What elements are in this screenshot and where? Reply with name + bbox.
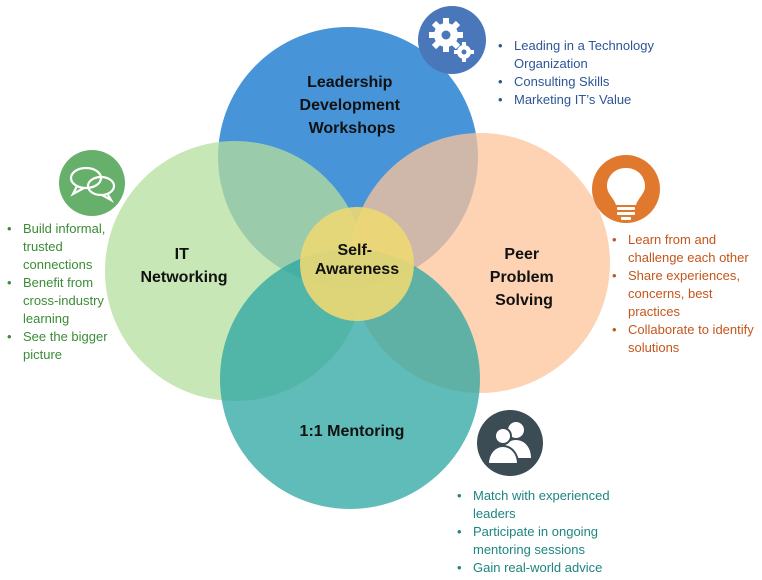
label-leadership-line1: Leadership (307, 74, 393, 91)
leadership-bullet-list: Leading in a Technology Organization Con… (496, 37, 696, 109)
label-leadership: Leadership Development Workshops (300, 74, 405, 137)
label-peer-problem-solving: Peer Problem Solving (490, 246, 558, 309)
networking-bullet-list: Build informal, trusted connections Bene… (5, 220, 117, 364)
speech-bubbles-icon (59, 150, 125, 216)
list-item: See the bigger picture (5, 328, 117, 364)
list-item: Marketing IT’s Value (496, 91, 696, 109)
list-item: Benefit from cross-industry learning (5, 274, 117, 328)
label-it-networking: IT Networking (140, 246, 227, 286)
gears-icon (418, 6, 486, 74)
label-peer-line2: Problem (490, 269, 554, 286)
list-item: Participate in ongoing mentoring session… (455, 523, 640, 559)
people-icon (477, 410, 543, 476)
lightbulb-icon (592, 155, 660, 223)
list-item: Share experiences, concerns, best practi… (610, 267, 760, 321)
label-leadership-line3: Workshops (309, 120, 396, 137)
mentoring-bullet-list: Match with experienced leaders Participa… (455, 487, 640, 577)
label-mentoring-line1: 1:1 Mentoring (300, 423, 405, 440)
label-self-awareness-line2: Awareness (315, 261, 399, 278)
label-peer-line3: Solving (495, 292, 553, 309)
label-it-networking-line1: IT (175, 246, 189, 263)
list-item: Consulting Skills (496, 73, 696, 91)
label-it-networking-line2: Networking (140, 269, 227, 286)
list-item: Leading in a Technology Organization (496, 37, 696, 73)
circle-self-awareness (300, 207, 414, 321)
label-mentoring: 1:1 Mentoring (300, 423, 405, 440)
list-item: Build informal, trusted connections (5, 220, 117, 274)
peer-bullet-list: Learn from and challenge each other Shar… (610, 231, 760, 357)
label-leadership-line2: Development (300, 97, 401, 114)
list-item: Collaborate to identify solutions (610, 321, 760, 357)
label-self-awareness-line1: Self- (337, 242, 372, 259)
list-item: Gain real-world advice (455, 559, 640, 577)
label-peer-line1: Peer (504, 246, 539, 263)
label-self-awareness: Self- Awareness (315, 242, 399, 278)
list-item: Learn from and challenge each other (610, 231, 760, 267)
list-item: Match with experienced leaders (455, 487, 640, 523)
circle-mentoring (220, 249, 480, 509)
